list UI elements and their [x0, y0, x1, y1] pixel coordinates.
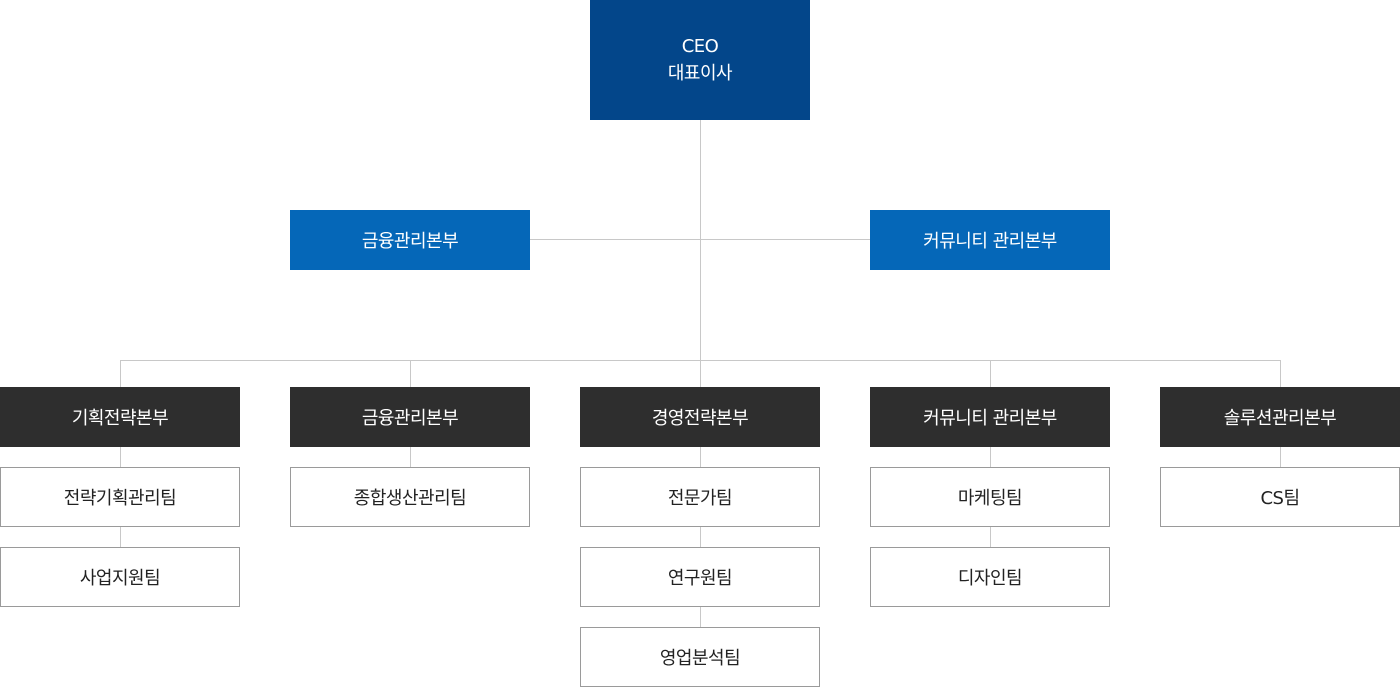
division-label: 금융관리본부	[361, 408, 459, 429]
division-label: 솔루션관리본부	[1223, 408, 1337, 429]
division-box: 솔루션관리본부	[1160, 387, 1400, 447]
team-label: 전략기획관리팀	[63, 488, 177, 509]
connector-division-drop	[1280, 360, 1281, 387]
division-box: 커뮤니티 관리본부	[870, 387, 1110, 447]
connector-division-drop	[120, 360, 121, 387]
team-label: CS팀	[1260, 488, 1300, 509]
team-label: 마케팅팀	[957, 488, 1023, 509]
team-label: 사업지원팀	[79, 568, 161, 589]
connector-team-link	[410, 447, 411, 467]
sub-unit-label: 금융관리본부	[361, 231, 459, 252]
sub-unit-label: 커뮤니티 관리본부	[923, 231, 1057, 252]
connector-division-drop	[990, 360, 991, 387]
connector-sub-right	[700, 239, 870, 240]
ceo-title: CEO	[681, 36, 719, 57]
ceo-role: 대표이사	[667, 63, 733, 84]
connector-team-link	[120, 447, 121, 467]
connector-division-drop	[410, 360, 411, 387]
team-label: 종합생산관리팀	[353, 488, 467, 509]
team-box: CS팀	[1160, 467, 1400, 527]
connector-division-drop	[700, 360, 701, 387]
team-box: 사업지원팀	[0, 547, 240, 607]
team-label: 전문가팀	[667, 488, 733, 509]
team-label: 연구원팀	[667, 568, 733, 589]
division-box: 경영전략본부	[580, 387, 820, 447]
team-label: 영업분석팀	[659, 648, 741, 669]
connector-ceo-vertical	[700, 120, 701, 360]
sub-unit-community: 커뮤니티 관리본부	[870, 210, 1110, 270]
division-label: 커뮤니티 관리본부	[923, 408, 1057, 429]
division-box: 기획전략본부	[0, 387, 240, 447]
connector-team-link	[990, 527, 991, 547]
team-box: 마케팅팀	[870, 467, 1110, 527]
team-box: 종합생산관리팀	[290, 467, 530, 527]
division-label: 경영전략본부	[651, 408, 749, 429]
division-label: 기획전략본부	[71, 408, 169, 429]
connector-team-link	[1280, 447, 1281, 467]
connector-sub-left	[530, 239, 700, 240]
connector-team-link	[990, 447, 991, 467]
connector-team-link	[120, 527, 121, 547]
connector-team-link	[700, 527, 701, 547]
team-box: 연구원팀	[580, 547, 820, 607]
ceo-box: CEO 대표이사	[590, 0, 810, 120]
team-box: 영업분석팀	[580, 627, 820, 687]
team-label: 디자인팀	[957, 568, 1023, 589]
connector-team-link	[700, 607, 701, 627]
sub-unit-finance: 금융관리본부	[290, 210, 530, 270]
connector-team-link	[700, 447, 701, 467]
division-box: 금융관리본부	[290, 387, 530, 447]
team-box: 전략기획관리팀	[0, 467, 240, 527]
team-box: 전문가팀	[580, 467, 820, 527]
team-box: 디자인팀	[870, 547, 1110, 607]
